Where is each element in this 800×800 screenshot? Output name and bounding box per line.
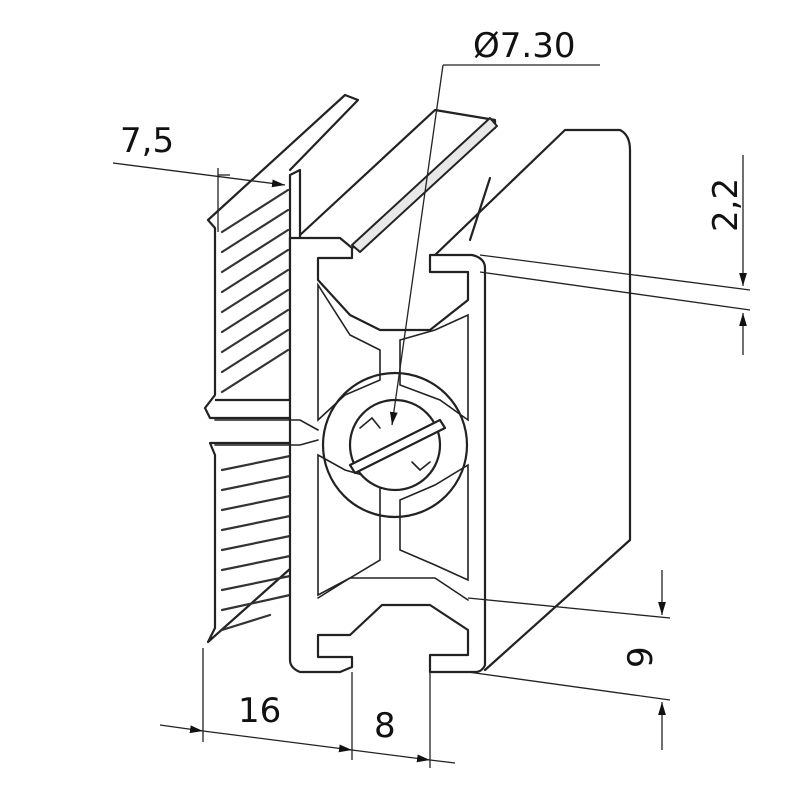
fin-ribs-lower xyxy=(220,453,297,632)
slot-opening-label: 8 xyxy=(374,706,396,746)
dimension-profile-width: 16 xyxy=(159,648,353,760)
slot-depth-label: 9 xyxy=(621,646,661,668)
diameter-label: Ø7.30 xyxy=(473,26,575,66)
fin-width-label: 7,5 xyxy=(120,121,174,161)
dimension-slot-depth: 9 xyxy=(467,570,671,750)
fin-ribs-upper xyxy=(220,188,290,394)
dimension-slot-opening: 8 xyxy=(351,672,456,768)
center-bore xyxy=(321,371,469,519)
dimension-wall-thickness: 2,2 xyxy=(479,155,751,355)
dimension-diameter: Ø7.30 xyxy=(389,26,600,426)
profile-depth-faces xyxy=(298,108,632,672)
profile-width-label: 16 xyxy=(238,691,281,731)
wall-thickness-label: 2,2 xyxy=(706,178,746,232)
dimension-fin-width: 7,5 xyxy=(112,121,286,232)
fin-panel xyxy=(203,93,360,644)
